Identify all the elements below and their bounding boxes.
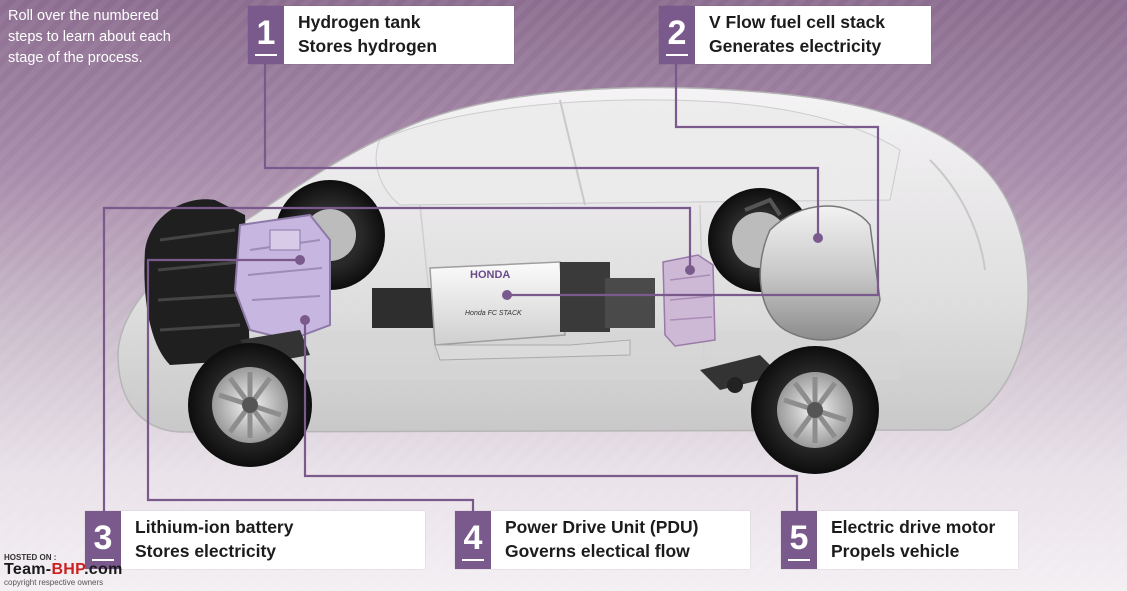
leader-dots: [295, 233, 823, 325]
step-3-title: Lithium-ion battery: [135, 517, 294, 537]
watermark-owners: copyright respective owners: [4, 578, 104, 587]
step-2-title: V Flow fuel cell stack: [709, 12, 886, 32]
step-4-desc: Governs electical flow: [505, 541, 690, 561]
step-2-desc: Generates electricity: [709, 36, 882, 56]
step-5-title: Electric drive motor: [831, 517, 996, 537]
step-4-number[interactable]: 4: [455, 511, 491, 569]
stack-model-label: Honda FC STACK: [465, 310, 522, 317]
hydrogen-tank: [759, 205, 881, 341]
front-module: [144, 199, 250, 365]
step-2-callout[interactable]: 2 V Flow fuel cell stack Generates elect…: [659, 6, 931, 64]
intro-text: Roll over the numbered steps to learn ab…: [8, 8, 171, 66]
step-2-number[interactable]: 2: [659, 6, 695, 64]
step-1-desc: Stores hydrogen: [298, 36, 438, 56]
watermark-brand-b: BHP: [51, 561, 85, 578]
fuel-cell-stack: [429, 261, 566, 346]
step-5-callout[interactable]: 5 Electric drive motor Propels vehicle: [781, 511, 1018, 569]
stack-brand-label: HONDA: [470, 269, 510, 281]
watermark-hosted: HOSTED ON :: [4, 553, 57, 562]
step-3-callout[interactable]: 3 Lithium-ion battery Stores electricity: [85, 511, 425, 569]
watermark: HOSTED ON : Team-BHP.com copyright respe…: [4, 553, 123, 587]
step-1-title: Hydrogen tank: [298, 12, 421, 32]
lithium-ion-battery: [662, 254, 716, 347]
watermark-brand-c: .com: [84, 561, 123, 578]
step-4-title: Power Drive Unit (PDU): [505, 517, 699, 537]
leader-lines: [102, 64, 880, 511]
step-1-number[interactable]: 1: [248, 6, 284, 64]
step-1-callout[interactable]: 1 Hydrogen tank Stores hydrogen: [248, 6, 514, 64]
watermark-brand-a: Team-: [4, 561, 52, 578]
step-5-desc: Propels vehicle: [831, 541, 960, 561]
step-5-number[interactable]: 5: [781, 511, 817, 569]
step-3-number[interactable]: 3: [85, 511, 121, 569]
pdu-motor-unit: [233, 213, 331, 342]
step-4-callout[interactable]: 4 Power Drive Unit (PDU) Governs electic…: [455, 511, 750, 569]
watermark-brand: Team-BHP.com: [4, 562, 123, 578]
step-3-desc: Stores electricity: [135, 541, 277, 561]
stack-dark-left: [372, 288, 437, 328]
